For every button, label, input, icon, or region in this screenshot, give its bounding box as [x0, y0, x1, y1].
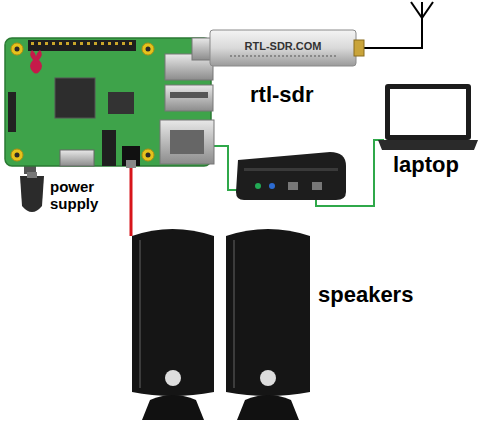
speaker-pair: [132, 229, 310, 420]
device-label: power supply: [50, 178, 108, 212]
laptop-box: laptop: [372, 82, 482, 180]
device-brand: RTL-SDR.COM: [210, 40, 356, 52]
network-wire: [214, 140, 384, 206]
power-plug: [20, 160, 44, 212]
rtl-sdr-dongle: [192, 30, 364, 66]
speakers-box: speakers: [125, 222, 425, 422]
audio-wire: [130, 168, 133, 236]
antenna: [362, 2, 433, 48]
laptop-illustration: [378, 84, 478, 150]
device-label: rtl-sdr: [250, 82, 314, 108]
raspberry-pi-board: [5, 38, 214, 168]
router: [236, 152, 346, 200]
power-supply-box: power supply: [14, 172, 110, 222]
dongle-box: RTL-SDR.COM rtl-sdr: [210, 30, 358, 110]
device-label: laptop: [372, 152, 480, 178]
device-label: speakers: [318, 282, 413, 308]
